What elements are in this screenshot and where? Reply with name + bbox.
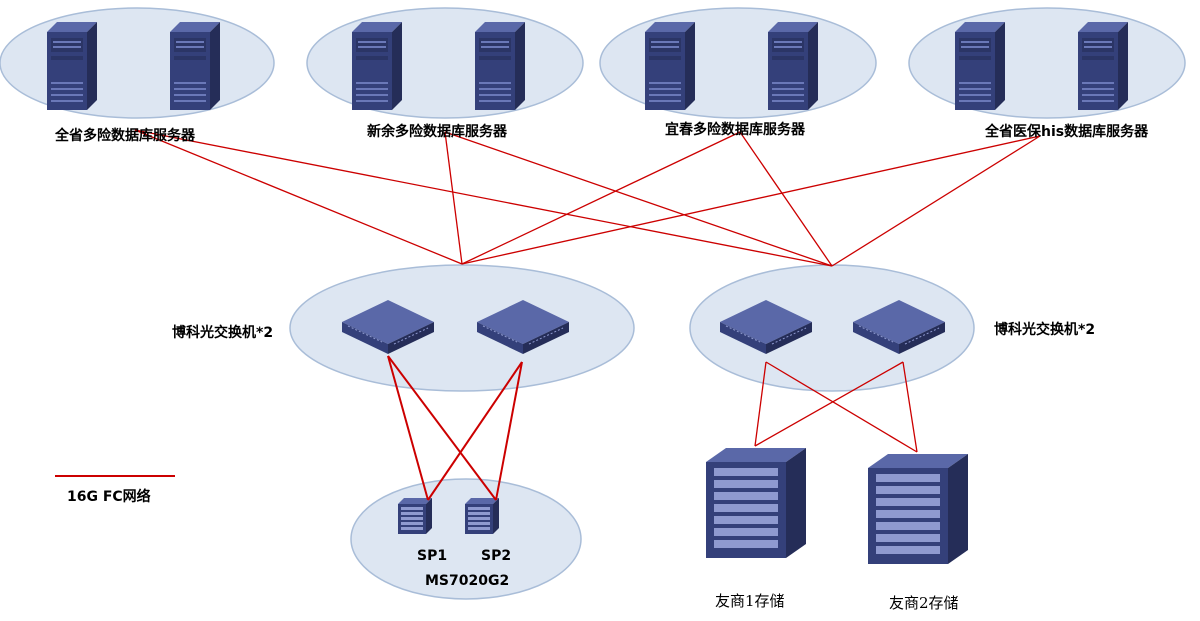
server-icon xyxy=(170,22,220,110)
vendor-storage-1-label: 友商1存储 xyxy=(715,592,785,610)
server-group-2-ellipse xyxy=(306,7,584,119)
sp1-label: SP1 xyxy=(417,548,448,564)
storage-controller-icon xyxy=(465,498,499,534)
switch-group-2-label: 博科光交换机*2 xyxy=(994,322,1096,338)
vendor-storage-2-label: 友商2存储 xyxy=(889,594,959,612)
server-group-2-label: 新余多险数据库服务器 xyxy=(367,124,507,140)
storage-model-label: MS7020G2 xyxy=(425,573,510,589)
server-group-1-ellipse xyxy=(0,7,275,119)
server-icon xyxy=(768,22,818,110)
server-icon xyxy=(352,22,402,110)
sp2-label: SP2 xyxy=(481,548,512,564)
switch-group-1-label: 博科光交换机*2 xyxy=(172,325,274,341)
storage-controller-icon xyxy=(398,498,432,534)
server-group-1-label: 全省多险数据库服务器 xyxy=(55,128,195,144)
server-icon xyxy=(645,22,695,110)
server-icon xyxy=(955,22,1005,110)
server-icon xyxy=(47,22,97,110)
storage-rack-icon xyxy=(868,454,968,564)
server-group-3-label: 宜春多险数据库服务器 xyxy=(665,122,805,138)
server-group-4-label: 全省医保his数据库服务器 xyxy=(985,124,1149,140)
fc-links xyxy=(134,129,1041,501)
legend-label: 16G FC网络 xyxy=(67,489,151,505)
server-icon xyxy=(475,22,525,110)
server-group-3-ellipse xyxy=(599,7,877,119)
storage-rack-icon xyxy=(706,448,806,558)
server-icon xyxy=(1078,22,1128,110)
server-group-4-ellipse xyxy=(908,7,1186,119)
switch-group-1-ellipse xyxy=(289,264,635,392)
